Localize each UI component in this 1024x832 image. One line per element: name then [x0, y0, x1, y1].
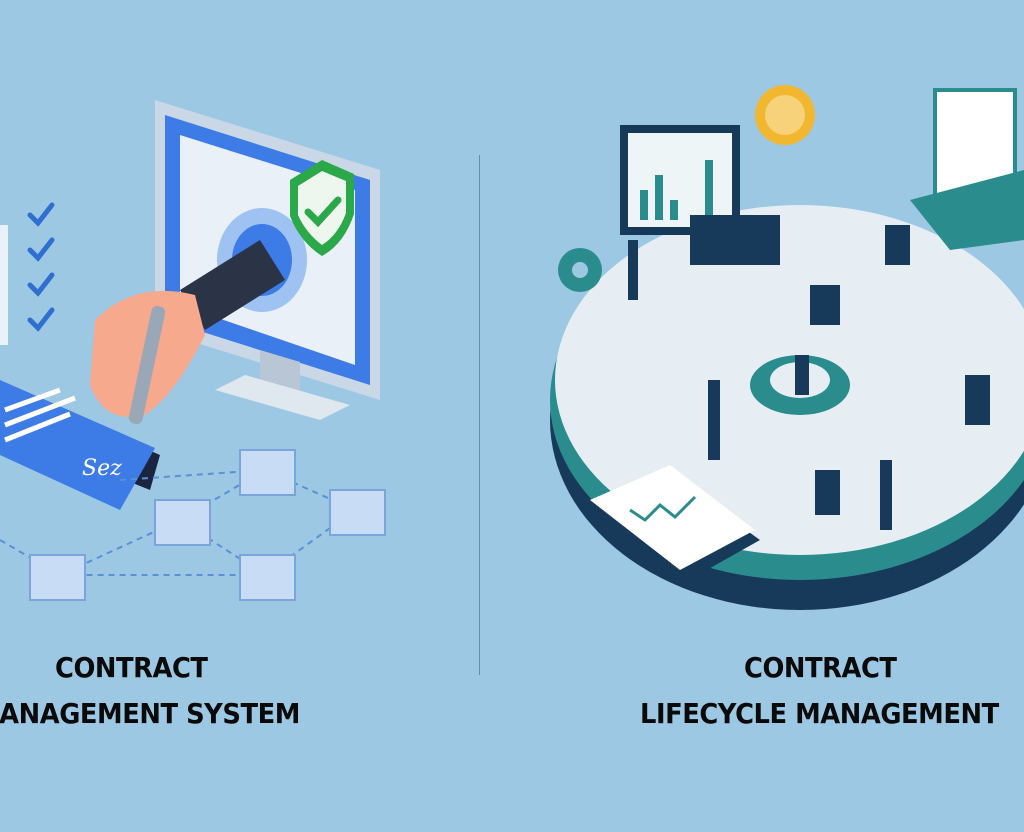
panel-divider [479, 155, 480, 675]
left-caption-line1: CONTRACT [55, 651, 208, 684]
checklist-icon [27, 202, 55, 332]
laptop-icon [910, 88, 1024, 250]
right-caption-line1: CONTRACT [744, 651, 897, 684]
contract-lifecycle-illustration [550, 85, 1024, 610]
hand-with-pen-icon [90, 240, 285, 425]
keyboard-tablet-icon [690, 215, 780, 265]
contract-management-illustration: Sez [0, 100, 386, 601]
block-icons [29, 449, 386, 601]
signing-tablet-icon [0, 380, 160, 510]
right-caption-line2: LIFECYCLE MANAGEMENT [640, 697, 999, 730]
report-document-icon [590, 465, 760, 585]
platform [550, 205, 1024, 610]
gear-icon [558, 248, 602, 292]
coin-icon [755, 85, 815, 145]
shield-check-icon [290, 160, 354, 256]
left-caption-line2: MANAGEMENT SYSTEM [0, 697, 300, 730]
people-figures [628, 225, 990, 530]
signature-text: Sez [82, 456, 122, 481]
dashboard-monitor-icon [620, 125, 740, 235]
